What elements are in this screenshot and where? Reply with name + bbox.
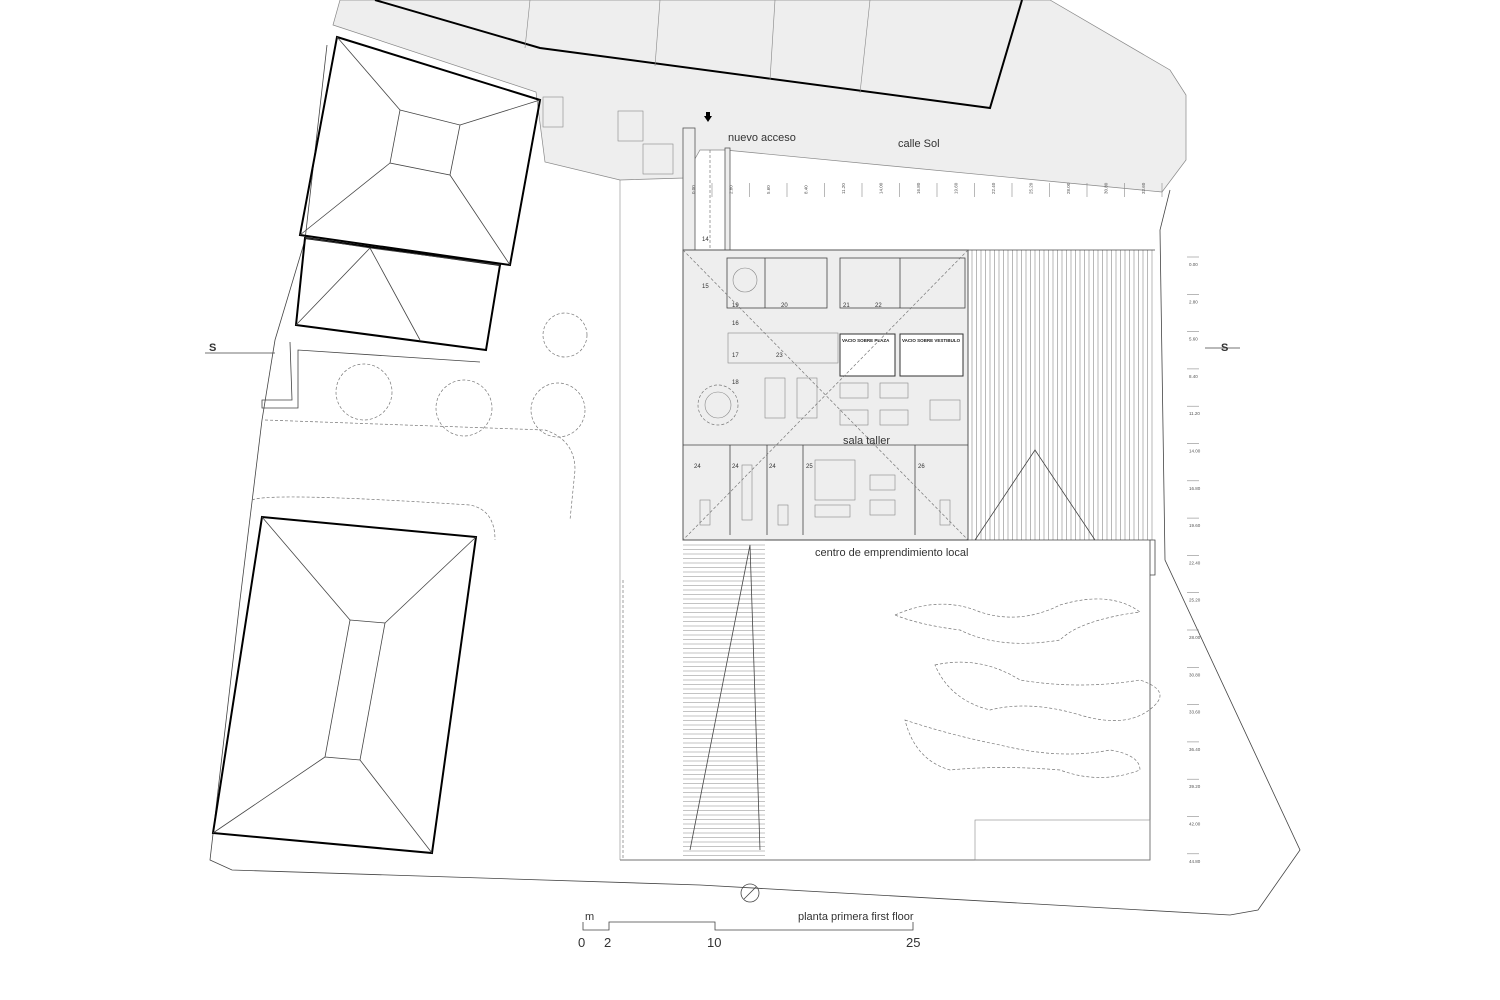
access-arrow-icon bbox=[704, 116, 712, 122]
room-number: 24 bbox=[769, 464, 776, 470]
dimension-label: 16.80 bbox=[916, 182, 921, 194]
dimension-label: 39.20 bbox=[1189, 784, 1201, 789]
room-number: 21 bbox=[843, 303, 850, 309]
void-lobby bbox=[899, 333, 964, 377]
dimension-label: 36.40 bbox=[1189, 747, 1201, 752]
dimension-label: 2.80 bbox=[729, 185, 734, 194]
north-arrow-icon bbox=[740, 883, 760, 903]
street-building-outline bbox=[374, 0, 1023, 110]
dimension-label: 28.00 bbox=[1066, 182, 1071, 194]
room-number: 24 bbox=[732, 464, 739, 470]
room-number: 26 bbox=[918, 464, 925, 470]
room-number: 25 bbox=[806, 464, 813, 470]
room-number: 22 bbox=[875, 303, 882, 309]
roof-ridge bbox=[974, 449, 1096, 541]
room-number: 24 bbox=[694, 464, 701, 470]
scale-tick-label: 0 bbox=[578, 935, 585, 950]
plaza-edge bbox=[264, 419, 576, 521]
striped-roof-left bbox=[683, 544, 765, 856]
label-void-lobby: VACIO SOBRE VESTIBULO bbox=[902, 338, 961, 343]
dimension-label: 19.60 bbox=[954, 182, 959, 194]
dimension-label: 33.60 bbox=[1141, 182, 1146, 194]
section-marker-right: S bbox=[1221, 342, 1228, 354]
dimension-label: 19.60 bbox=[1189, 523, 1201, 528]
label-center: centro de emprendimiento local bbox=[815, 547, 968, 559]
dimension-label: 5.60 bbox=[766, 185, 771, 194]
void-plaza bbox=[839, 333, 896, 377]
room-number: 16 bbox=[732, 321, 739, 327]
dimension-label: 11.20 bbox=[1189, 411, 1200, 416]
street-area bbox=[332, 0, 1187, 193]
dimension-label: 0.00 bbox=[691, 185, 696, 194]
dimension-label: 14.00 bbox=[879, 182, 884, 194]
path-edge bbox=[251, 496, 496, 541]
drawing-title: planta primera first floor bbox=[798, 911, 914, 923]
dimension-label: 2.80 bbox=[1189, 299, 1198, 304]
room-number: 17 bbox=[732, 353, 739, 359]
trees bbox=[335, 312, 588, 438]
dimension-label: 30.80 bbox=[1104, 182, 1109, 194]
dimension-label: 0.00 bbox=[1189, 262, 1198, 267]
room-number: 14 bbox=[702, 237, 709, 243]
terrace bbox=[261, 341, 481, 409]
dimension-label: 11.20 bbox=[841, 183, 846, 194]
building-roof-3 bbox=[211, 515, 478, 855]
dimension-label: 30.80 bbox=[1189, 672, 1201, 677]
stairs bbox=[542, 96, 674, 175]
building-roof-2 bbox=[294, 236, 502, 352]
dimension-label: 8.40 bbox=[1189, 374, 1198, 379]
label-street: calle Sol bbox=[898, 138, 940, 150]
courtyard bbox=[619, 180, 1161, 861]
label-void-plaza: VACIO SOBRE PLAZA bbox=[842, 338, 890, 343]
dimension-label: 5.60 bbox=[1189, 337, 1198, 342]
ramp-ridge bbox=[689, 544, 761, 851]
dimension-label: 44.80 bbox=[1189, 859, 1201, 864]
parcel-lines bbox=[524, 0, 871, 94]
dimension-ruler-right: 0.00 2.80 5.60 8.40 11.20 14.00 16.80 19.60 22.4… bbox=[1187, 256, 1201, 864]
access-arrow-stem bbox=[706, 112, 710, 117]
dimension-ruler-top: 0.00 2.80 5.60 8.40 11.20 14.00 16.80 19.60 22.4… bbox=[691, 182, 1163, 197]
room-number: 18 bbox=[732, 380, 739, 386]
main-building bbox=[682, 249, 969, 541]
scale-tick-label: 2 bbox=[604, 935, 611, 950]
dimension-label: 28.00 bbox=[1189, 635, 1201, 640]
dimension-label: 22.40 bbox=[991, 182, 996, 194]
dimension-label: 25.20 bbox=[1029, 182, 1034, 194]
label-new-access: nuevo acceso bbox=[728, 132, 796, 144]
dimension-label: 42.00 bbox=[1189, 822, 1201, 827]
dimension-label: 22.40 bbox=[1189, 560, 1201, 565]
striped-roof-right bbox=[968, 249, 1155, 540]
dimension-label: 16.80 bbox=[1189, 486, 1201, 491]
scale-tick-label: 10 bbox=[707, 935, 721, 950]
north-arrow-needle bbox=[743, 886, 757, 900]
scale-bar: m 0 2 10 25 planta primera first floor bbox=[578, 911, 920, 950]
scale-tick-label: 25 bbox=[906, 935, 920, 950]
dimension-label: 33.60 bbox=[1189, 710, 1201, 715]
room-number: 20 bbox=[781, 303, 788, 309]
room-number: 19 bbox=[732, 303, 739, 309]
section-marker-left: S bbox=[209, 342, 216, 354]
dimension-label: 14.00 bbox=[1189, 449, 1201, 454]
dimension-label: 25.20 bbox=[1189, 598, 1201, 603]
building-roof-1 bbox=[298, 35, 542, 267]
label-workshop: sala taller bbox=[843, 435, 890, 447]
dimension-label: 8.40 bbox=[804, 185, 809, 194]
scale-unit: m bbox=[585, 911, 594, 923]
room-number: 23 bbox=[776, 353, 783, 359]
room-number: 15 bbox=[702, 284, 709, 290]
